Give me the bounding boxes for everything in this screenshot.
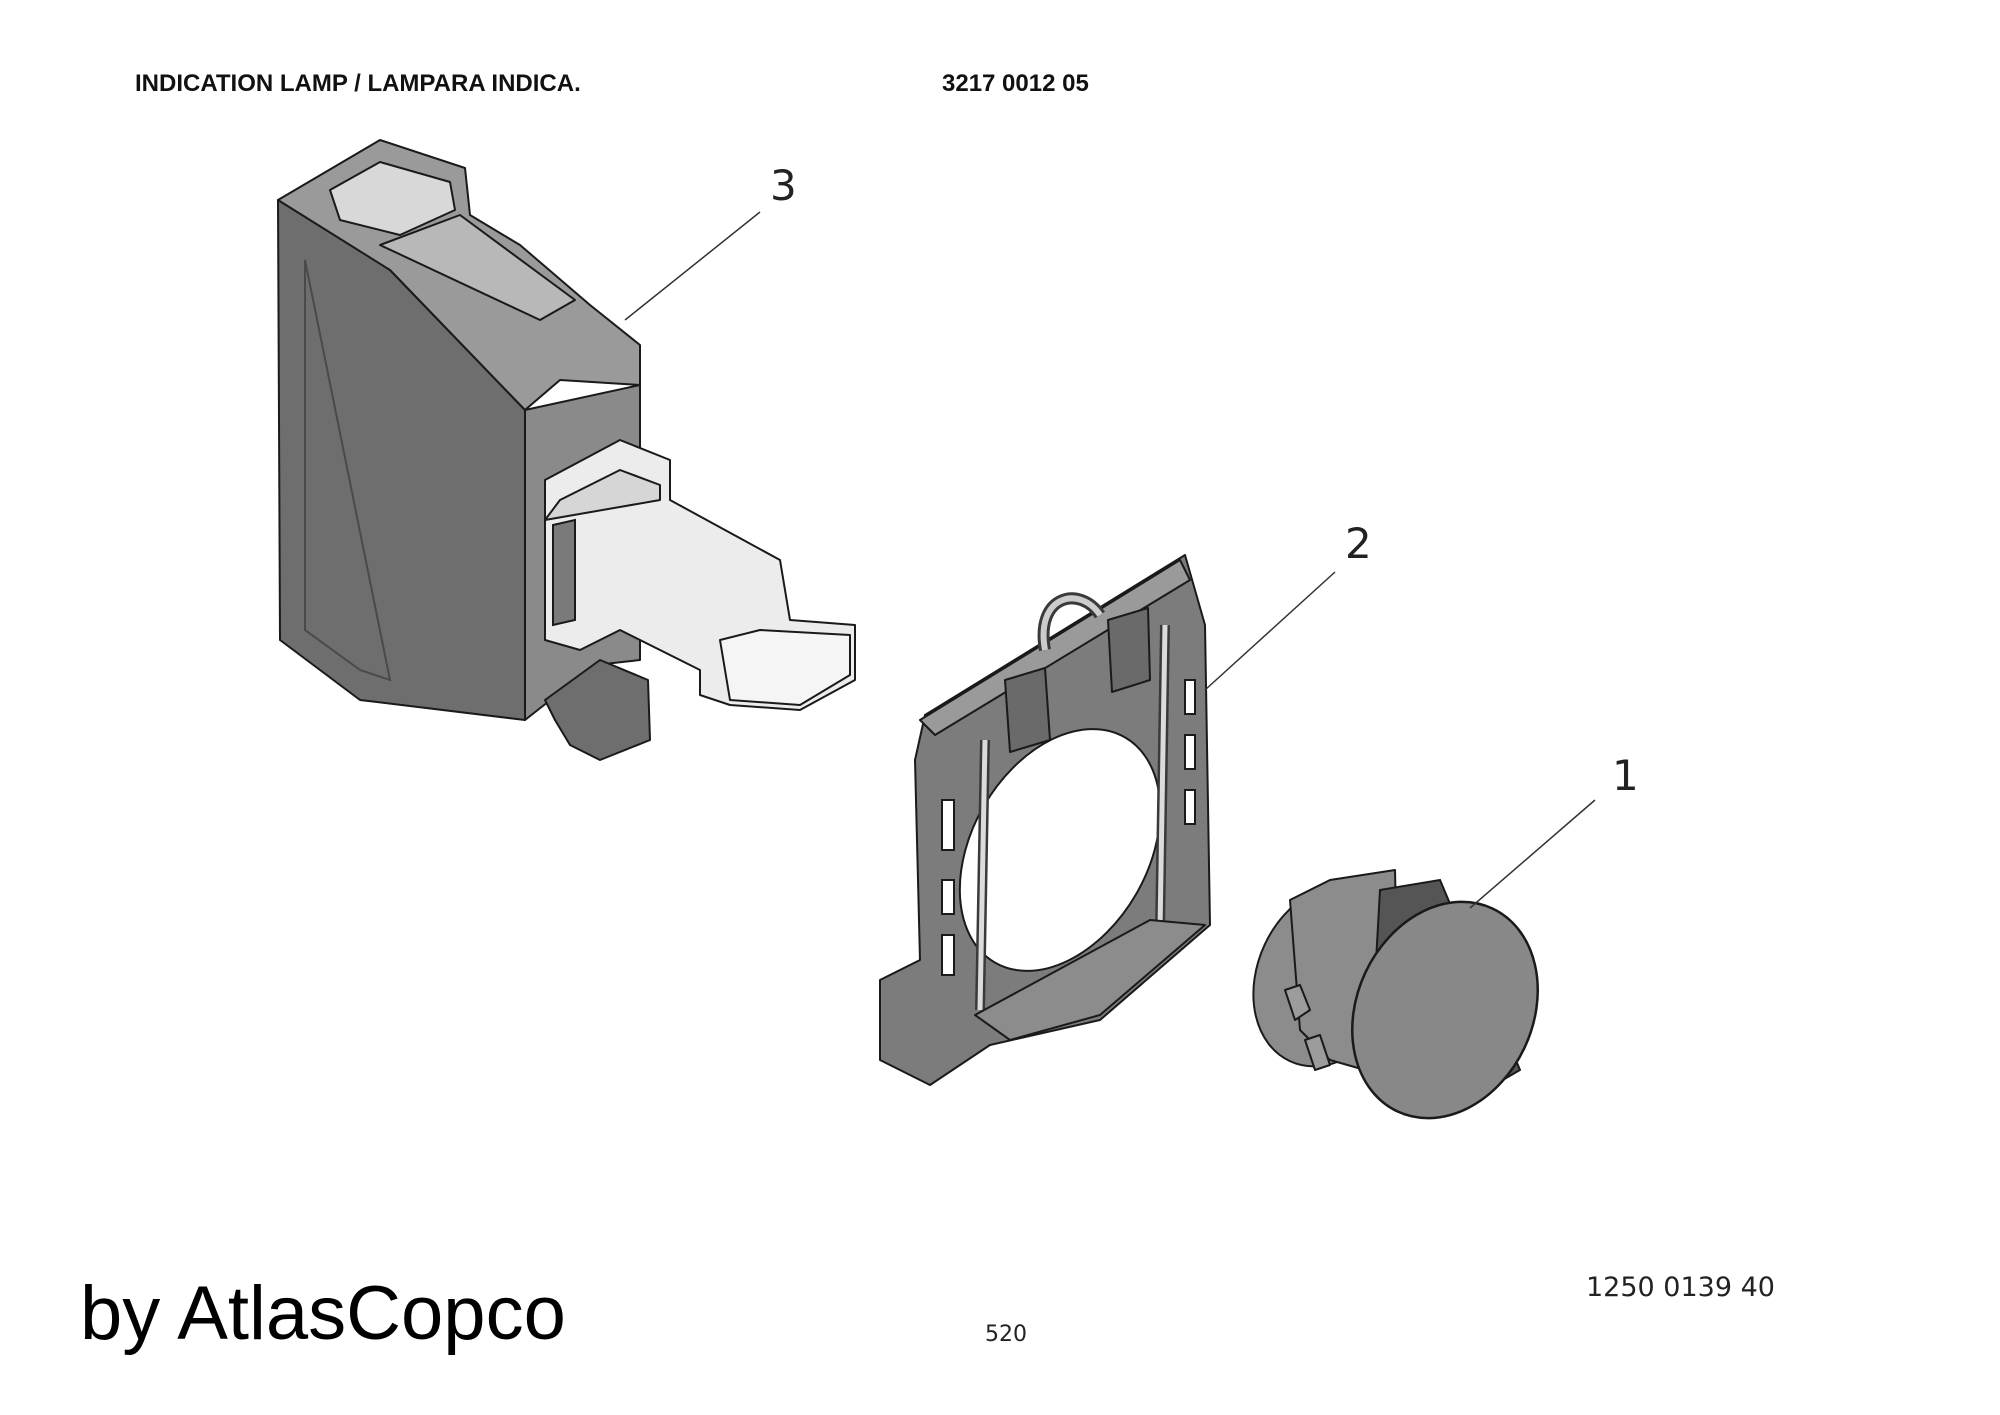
diagram-title: INDICATION LAMP / LAMPARA INDICA. — [135, 70, 581, 97]
callout-1: 1 — [1469, 751, 1639, 909]
callout-2: 2 — [1204, 519, 1372, 691]
callout-label-1: 1 — [1612, 751, 1639, 800]
callout-3: 3 — [624, 161, 797, 321]
assembly-part-number: 3217 0012 05 — [942, 70, 1089, 97]
mounting-collar-icon — [879, 554, 1211, 1086]
lamp-block-icon — [277, 139, 856, 761]
callout-label-3: 3 — [770, 161, 797, 210]
brand-footer: by AtlasCopco — [80, 1271, 566, 1356]
callout-label-2: 2 — [1345, 519, 1372, 568]
document-number: 1250 0139 40 — [1586, 1272, 1775, 1303]
page-number: 520 — [985, 1322, 1027, 1347]
lamp-head-icon — [1252, 869, 1539, 1120]
